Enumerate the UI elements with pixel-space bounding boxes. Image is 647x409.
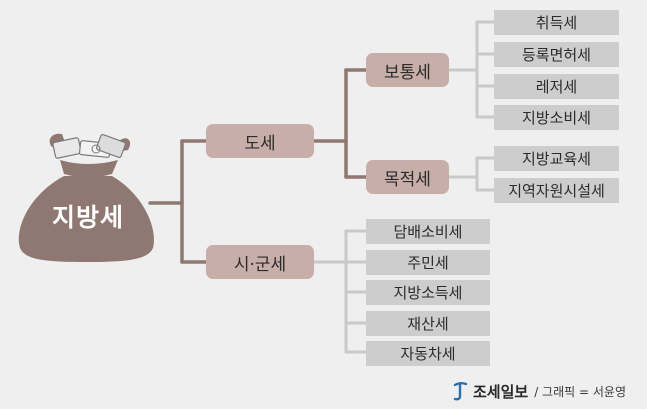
leaf-local-consumption-tax: 지방소비세: [494, 105, 619, 130]
graphic-credit: / 그래픽 = 서윤영: [534, 384, 626, 399]
branch-city-county-tax: 시·군세: [206, 245, 314, 279]
leaf-resident-tax: 주민세: [366, 250, 490, 275]
leaf-local-education-tax: 지방교육세: [494, 146, 619, 171]
leaf-regional-resource-tax: 지역자원시설세: [494, 178, 619, 203]
leaf-registration-license-tax: 등록면허세: [494, 42, 619, 67]
leaf-vehicle-tax: 자동차세: [366, 341, 490, 366]
money-bag-icon: [18, 133, 154, 262]
leaf-local-income-tax: 지방소득세: [366, 280, 490, 305]
brand-logo-icon: [453, 382, 468, 401]
subbranch-ordinary-tax: 보통세: [366, 53, 449, 87]
subbranch-purpose-tax: 목적세: [366, 160, 449, 194]
leaf-tobacco-consumption-tax: 담배소비세: [366, 219, 490, 244]
footer-credit: 조세일보 / 그래픽 = 서윤영: [452, 380, 626, 402]
leaf-acquisition-tax: 취득세: [494, 10, 619, 35]
brand-name: 조세일보: [473, 382, 529, 401]
root-label: 지방세: [51, 203, 124, 232]
leaf-property-tax: 재산세: [366, 311, 490, 336]
money-bills-icon: [52, 133, 126, 159]
branch-province-tax: 도세: [206, 124, 314, 158]
leaf-leisure-tax: 레저세: [494, 74, 619, 99]
